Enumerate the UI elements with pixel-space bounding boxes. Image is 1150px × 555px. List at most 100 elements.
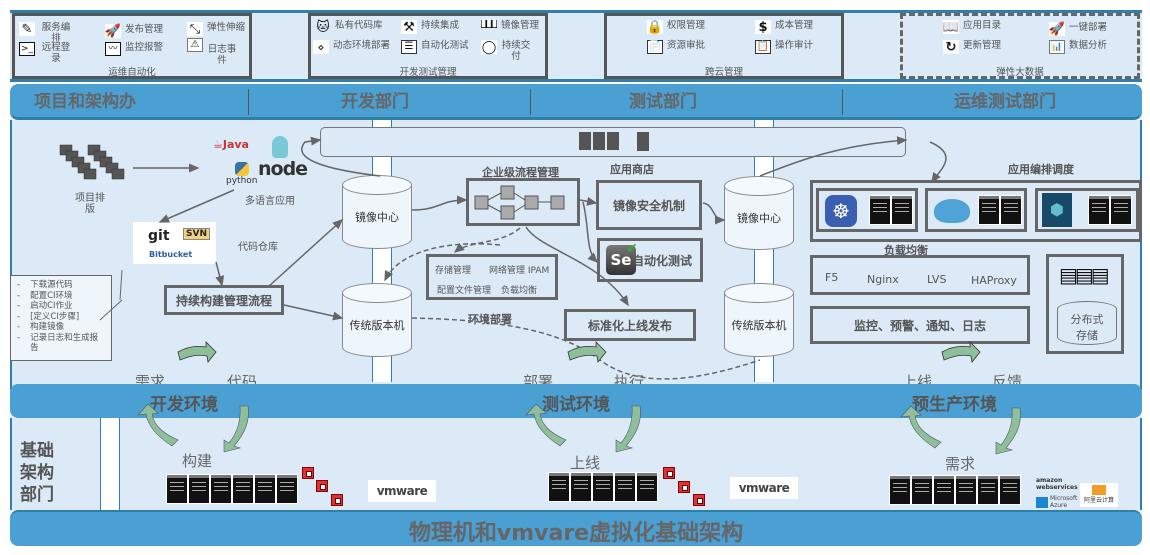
tool-update-management[interactable]: ↻ 更新管理 (943, 40, 1001, 54)
service-load-balancing: 负载均衡 (501, 286, 538, 296)
pipeline-bar (320, 127, 906, 157)
tool-continuous-delivery[interactable]: ◯ 持续交付 (481, 39, 531, 62)
tool-remote-login[interactable]: >_ 远程登录 (19, 42, 71, 64)
auto-test-box[interactable]: Se ✔ 自动化测试 (597, 238, 703, 282)
pipeline-block (593, 132, 605, 150)
warning-log-icon: ⚠ (187, 38, 203, 52)
base-infrastructure-bar: 物理机和vmvare虚拟化基础架构 (10, 510, 1142, 546)
edit-icon: ✎ (19, 22, 35, 36)
green-flow-arrow (941, 341, 981, 363)
ci-step: -[定义CI步骤] (17, 311, 80, 322)
ci-step: -配置CI环境 (17, 290, 73, 301)
group-title: 跨云管理 (704, 67, 743, 78)
arrow (525, 226, 629, 307)
image-security-box[interactable]: 镜像安全机制 (596, 180, 702, 230)
registry-icon: ▮▮▮ (480, 18, 498, 29)
cycle-arrow (995, 407, 1021, 455)
elastic-bigdata-group: 📖 应用目录 ↻ 更新管理 🚀 一键部署 📊 数据分析 弹性大数据 (900, 13, 1140, 79)
divider (248, 89, 249, 115)
tool-elastic-scaling[interactable]: ⤡ 弹性伸缩 (187, 22, 245, 36)
kubernetes-icon: ☸ (825, 195, 857, 227)
mesos-cluster[interactable]: ⬢ (1035, 188, 1139, 232)
analytics-icon: 📊 (1049, 40, 1065, 54)
tool-resource-approval[interactable]: 📄 资源审批 (647, 40, 706, 54)
cycle-icon: ◯ (481, 39, 497, 55)
orchestration-title: 应用编排调度 (1008, 163, 1074, 176)
tool-release-management[interactable]: 🚀 发布管理 (104, 23, 164, 39)
monitor-chart-icon: 〰 (105, 42, 121, 56)
tool-permission-management[interactable]: 🔒 权限管理 (646, 19, 706, 35)
code-repo-logos: git SVN Bitbucket (133, 222, 216, 264)
legacy-host-cylinder-ops[interactable]: 传统版本机 (724, 283, 794, 363)
resize-arrows-icon: ⤡ (187, 22, 203, 36)
code-repo-label: 代码仓库 (238, 242, 278, 253)
docker-swarm-cluster[interactable] (925, 188, 1027, 232)
service-network-ipam: 网络管理 IPAM (489, 266, 550, 276)
ci-management-box[interactable]: 持续构建管理流程 (164, 285, 284, 315)
project-schedule-icon (58, 143, 128, 187)
cycle-label-requirement: 需求 (945, 455, 976, 473)
base-title: 物理机和vmvare虚拟化基础架构 (408, 521, 744, 546)
openstack-icon (663, 467, 675, 479)
cycle-arrow (525, 403, 567, 447)
monitoring-box[interactable]: 监控、预警、通知、日志 (810, 306, 1030, 344)
ci-steps-list: -下载源代码 -配置CI环境 -启动CI作业 -[定义CI步骤] -构建镜像 -… (10, 275, 112, 361)
tool-dynamic-deploy[interactable]: ⋄ 动态环境部署 (313, 40, 390, 54)
tool-app-catalog[interactable]: 📖 应用目录 (942, 19, 1002, 35)
env-services-box: 存储管理 网络管理 IPAM 配置文件管理 负载均衡 (426, 254, 558, 300)
openstack-icon (316, 480, 328, 492)
dashed-arrow (384, 243, 501, 282)
aliyun-logo: 阿里云计算 (1080, 483, 1118, 507)
tool-service-orchestration[interactable]: ✎ 服务编排 (19, 22, 73, 44)
amazon-aws-logo: amazon webservices (1036, 477, 1078, 491)
openstack-icon (331, 494, 343, 506)
tool-log-events[interactable]: ⚠ 日志事件 (187, 38, 237, 66)
tool-data-analysis[interactable]: 📊 数据分析 (1049, 40, 1107, 54)
arrow (301, 136, 381, 177)
arrow (215, 261, 225, 287)
ci-step: -构建镜像 (17, 322, 65, 332)
github-icon: 🐱 (316, 19, 330, 35)
bitbucket-logo: Bitbucket (149, 250, 193, 259)
openstack-icon (302, 467, 314, 479)
python-logo: python (226, 162, 257, 186)
group-title: 弹性大数据 (996, 67, 1044, 78)
tool-image-management[interactable]: ▮▮▮ 镜像管理 (480, 18, 540, 32)
arrow (411, 195, 468, 211)
arrow (759, 136, 908, 177)
tool-private-repo[interactable]: 🐱 私有代码库 (316, 19, 383, 35)
infra-department-label: 基础架构部门 (20, 441, 54, 505)
divider (530, 89, 531, 115)
rocket-icon: 🚀 (1048, 21, 1066, 37)
arrow (929, 141, 947, 184)
storage-cylinder-icon (1057, 301, 1117, 345)
green-flow-arrow (177, 341, 217, 363)
image-center-cylinder-ops[interactable]: 镜像中心 (724, 176, 794, 256)
tool-continuous-integration[interactable]: ⚒ 持续集成 (401, 20, 459, 34)
cycle-label-release: 上线 (570, 454, 601, 472)
kubernetes-cluster[interactable]: ☸ (816, 188, 918, 232)
lb-haproxy: HAProxy (971, 274, 1017, 287)
lb-nginx: Nginx (867, 273, 899, 286)
ci-step: -下载源代码 (17, 280, 73, 290)
tool-operation-audit[interactable]: 📋 操作审计 (755, 40, 814, 54)
standard-release-box[interactable]: 标准化上线发布 (564, 309, 696, 341)
env-deploy-label: 环境部署 (468, 313, 512, 326)
env-test: 测试环境 (542, 395, 610, 415)
document-icon: 📄 (647, 40, 663, 54)
tool-one-click-deploy[interactable]: 🚀 一键部署 (1048, 21, 1108, 37)
server-rack-preprod (889, 475, 1021, 505)
app-store-title: 应用商店 (610, 163, 654, 176)
distributed-storage-box[interactable]: ▤▤▤ 分布式存储 (1046, 254, 1124, 354)
tool-cost-management[interactable]: $ 成本管理 (755, 20, 813, 34)
legacy-host-cylinder-dev[interactable]: 传统版本机 (342, 283, 412, 363)
git-logo: git (148, 228, 170, 244)
microsoft-azure-logo: Microsoft Azure (1036, 495, 1082, 509)
workflow-box[interactable] (466, 178, 580, 226)
dept-testing: 测试部门 (629, 92, 697, 112)
dist-storage-label: 分布式存储 (1070, 313, 1104, 342)
tool-automated-testing[interactable]: ☰ 自动化测试 (401, 40, 469, 54)
server-rack-icon (1088, 195, 1132, 225)
tool-monitoring-alert[interactable]: 〰 监控报警 (105, 42, 163, 56)
